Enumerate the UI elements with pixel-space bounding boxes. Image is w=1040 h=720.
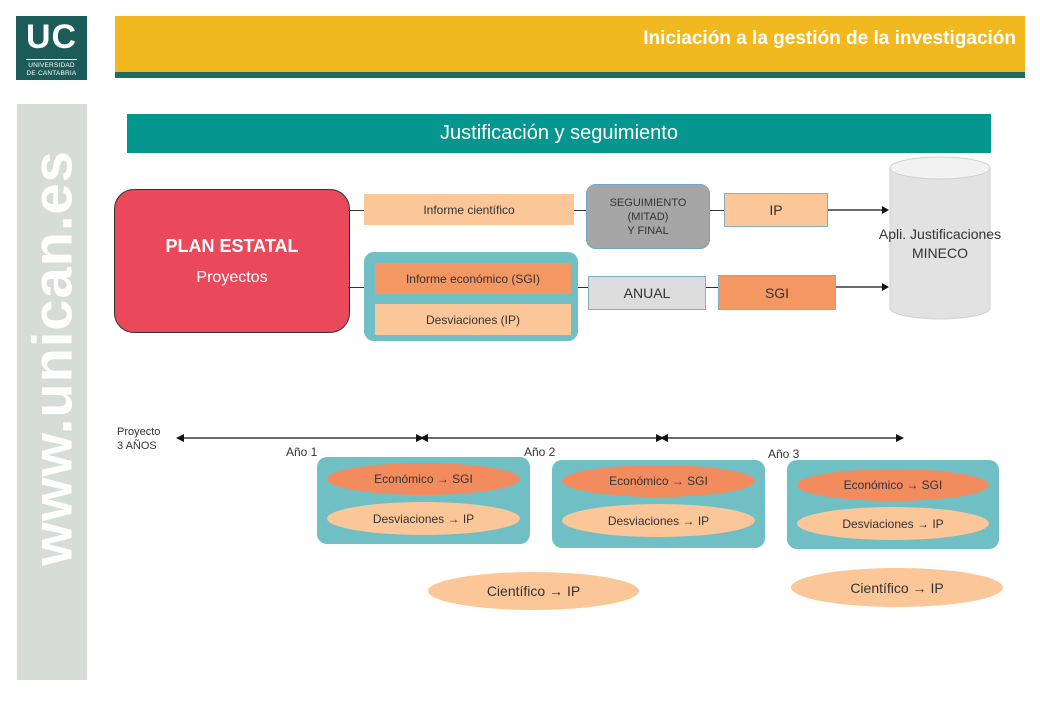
connector-line [578, 287, 588, 288]
proyecto-line1: Proyecto [117, 426, 161, 438]
section-title: Justificación y seguimiento [127, 114, 991, 153]
informe-economico-box: Informe económico (SGI) [375, 263, 571, 294]
cientifico-ip-ellipse: Científico → IP [428, 572, 639, 610]
connector-line [348, 210, 364, 211]
seguimiento-box: SEGUIMIENTO (MITAD) Y FINAL [586, 184, 710, 249]
logo-rule [26, 59, 77, 60]
timeline-arrows [176, 434, 904, 442]
sgi-box: SGI [718, 275, 836, 310]
proyecto-label: Proyecto 3 AÑOS [117, 425, 160, 453]
connector-line [348, 287, 364, 288]
anual-box: ANUAL [588, 276, 706, 310]
seguimiento-line2: (MITAD) [627, 210, 669, 223]
target-label-line2: MINECO [912, 245, 968, 261]
arrow-to-target [826, 206, 889, 214]
plan-subtitle: Proyectos [196, 268, 268, 286]
desviaciones-ip-ellipse: Desviaciones → IP [562, 504, 755, 537]
proyecto-line2: 3 AÑOS [117, 440, 157, 452]
economico-sgi-ellipse: Económico → SGI [797, 469, 989, 501]
arrow-to-target [834, 283, 889, 291]
plan-title: PLAN ESTATAL [165, 235, 299, 256]
desviaciones-ip-ellipse: Desviaciones → IP [327, 502, 520, 535]
informe-cientifico-box: Informe científico [364, 194, 574, 225]
year-1-label: Año 1 [286, 445, 318, 459]
target-label-line1: Apli. Justificaciones [878, 226, 1002, 242]
university-logo: UC UNIVERSIDAD DE CANTABRIA [16, 16, 87, 80]
year-2-label: Año 2 [524, 445, 556, 459]
plan-estatal-box: PLAN ESTATAL Proyectos [114, 189, 350, 333]
ip-box: IP [724, 193, 828, 227]
logo-uc-text: UC [25, 18, 78, 56]
header-banner [115, 16, 1025, 72]
economico-sgi-ellipse: Económico → SGI [327, 463, 520, 495]
header-strip [115, 72, 1025, 78]
connector-line [708, 210, 724, 211]
logo-line1: UNIVERSIDAD [28, 62, 75, 69]
seguimiento-line3: Y FINAL [627, 224, 669, 237]
cientifico-ip-ellipse: Científico → IP [791, 568, 1003, 607]
economico-sgi-ellipse: Económico → SGI [562, 465, 755, 497]
header-title: Iniciación a la gestión de la investigac… [643, 28, 1016, 49]
seguimiento-line1: SEGUIMIENTO [609, 196, 687, 209]
sidebar-url-text: www.unican.es [20, 150, 84, 566]
database-cylinder-icon [889, 156, 991, 320]
connector-line [574, 210, 586, 211]
desviaciones-ip-ellipse: Desviaciones → IP [797, 507, 989, 540]
connector-line [704, 287, 718, 288]
year-3-label: Año 3 [768, 447, 800, 461]
logo-line2: DE CANTABRIA [26, 70, 77, 77]
sidebar-band [17, 104, 87, 680]
target-label: Apli. Justificaciones MINECO [862, 225, 1018, 263]
desviaciones-ip-box: Desviaciones (IP) [375, 304, 571, 335]
